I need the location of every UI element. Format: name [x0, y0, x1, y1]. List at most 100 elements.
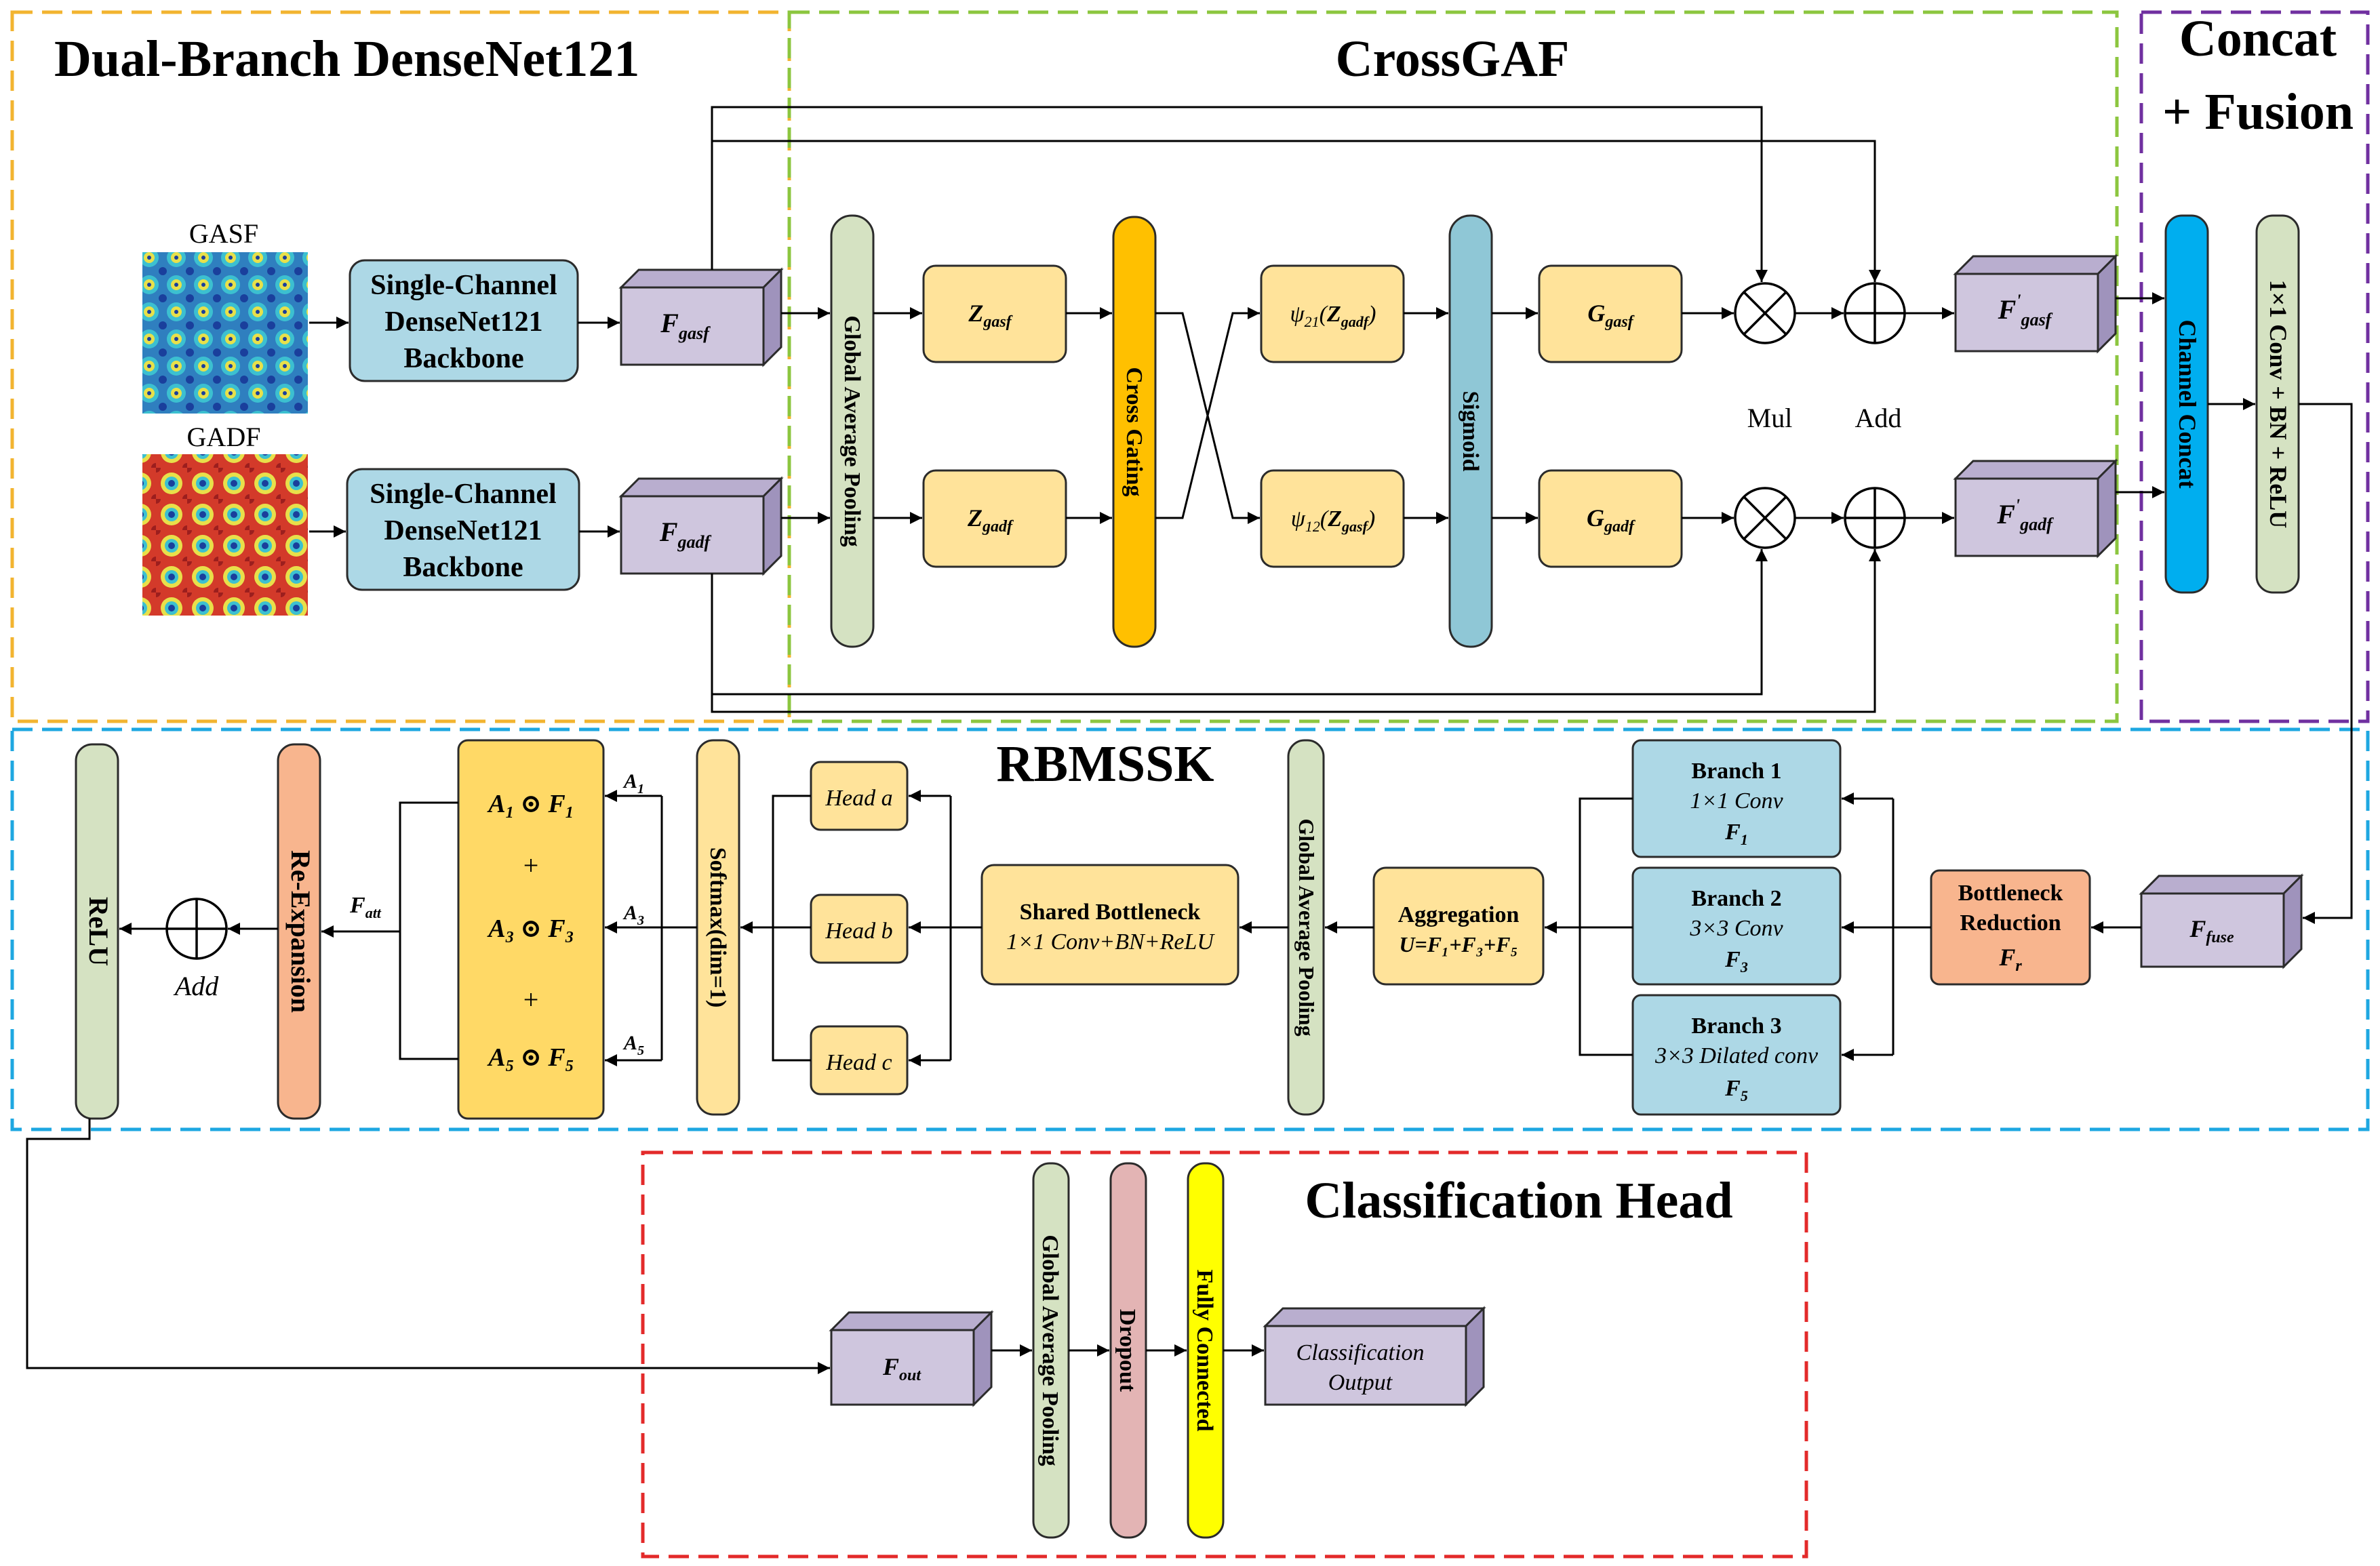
svg-text:A1 ⊙ F1: A1 ⊙ F1	[487, 790, 574, 822]
svg-text:Zgadf: Zgadf	[967, 504, 1014, 536]
a3-label: A3	[622, 902, 644, 928]
svg-text:Cross Gating: Cross Gating	[1122, 367, 1147, 496]
svg-text:F5: F5	[1724, 1076, 1748, 1104]
branch2-block: Branch 2 3×3 Conv F3	[1631, 866, 1842, 986]
fusion-title: + Fusion	[2162, 83, 2354, 140]
svg-text:Channel Concat: Channel Concat	[2174, 319, 2201, 488]
dual-branch-title: Dual-Branch DenseNet121	[54, 31, 639, 87]
weighted-sum-block: A1 ⊙ F1 + A3 ⊙ F3 + A5 ⊙ F5	[457, 739, 605, 1120]
f-att-label: Fatt	[349, 893, 382, 921]
rbmssk-frame	[10, 727, 2370, 1131]
svg-text:Fout: Fout	[882, 1353, 921, 1384]
svg-text:Ggadf: Ggadf	[1587, 504, 1635, 536]
svg-text:Single-Channel: Single-Channel	[370, 270, 557, 301]
add-label: Add	[1855, 403, 1902, 433]
head-b-block: Head b	[810, 894, 909, 964]
add-gasf-icon	[1844, 282, 1906, 344]
svg-text:Fgasf: Fgasf	[660, 308, 711, 343]
svg-text:Global Average Pooling: Global Average Pooling	[1294, 818, 1319, 1036]
gadf-image	[142, 454, 308, 616]
g-gadf-block: Ggadf	[1538, 469, 1683, 568]
rbmssk-gap: Global Average Pooling	[1287, 739, 1325, 1116]
mul-gadf-icon	[1734, 487, 1796, 549]
svg-text:F'gasf: F'gasf	[1998, 291, 2053, 329]
svg-text:1×1 Conv+BN+ReLU: 1×1 Conv+BN+ReLU	[1006, 929, 1215, 955]
a1-label: A1	[622, 770, 644, 797]
gasf-image	[142, 252, 308, 414]
svg-text:DenseNet121: DenseNet121	[384, 306, 542, 338]
svg-text:Softmax(dim=1): Softmax(dim=1)	[705, 847, 730, 1008]
svg-text:Global Average Pooling: Global Average Pooling	[839, 315, 865, 546]
mul-gasf-icon	[1734, 282, 1796, 344]
bottleneck-reduction-block: Bottleneck Reduction Fr	[1930, 869, 2091, 986]
crossgaf-gap: Global Average Pooling	[830, 214, 875, 648]
z-gadf-block: Zgadf	[922, 469, 1067, 568]
svg-text:Backbone: Backbone	[403, 343, 523, 374]
rbmssk-title: RBMSSK	[997, 736, 1214, 792]
svg-text:Shared Bottleneck: Shared Bottleneck	[1020, 900, 1201, 925]
connections	[26, 106, 2353, 1374]
svg-text:Fully Connected: Fully Connected	[1192, 1270, 1217, 1432]
svg-text:Re-Expansion: Re-Expansion	[285, 850, 316, 1013]
psi21-block: ψ21(Zgadf)	[1260, 264, 1405, 363]
a5-label: A5	[622, 1032, 644, 1058]
add-gadf-icon	[1844, 487, 1906, 549]
svg-text:Head b: Head b	[825, 919, 892, 944]
svg-text:Ffuse: Ffuse	[2189, 915, 2234, 946]
g-gasf-block: Ggasf	[1538, 264, 1683, 363]
svg-text:1×1 Conv: 1×1 Conv	[1690, 788, 1783, 814]
gasf-label: GASF	[189, 218, 258, 249]
fully-connected-block: Fully Connected	[1187, 1162, 1225, 1539]
svg-text:A5 ⊙ F5: A5 ⊙ F5	[487, 1043, 574, 1075]
svg-text:3×3 Dilated conv: 3×3 Dilated conv	[1654, 1043, 1819, 1068]
svg-text:Head c: Head c	[825, 1050, 892, 1075]
svg-text:Branch 2: Branch 2	[1691, 886, 1781, 911]
fp-gasf-block: F'gasf	[1953, 254, 2118, 354]
crossgaf-frame	[787, 10, 2119, 723]
mul-label: Mul	[1747, 403, 1793, 433]
f-fuse-block: Ffuse	[2139, 873, 2304, 969]
fp-gadf-block: F'gadf	[1953, 458, 2118, 559]
shared-bottleneck-block: Shared Bottleneck 1×1 Conv+BN+ReLU	[980, 864, 1239, 986]
svg-text:ψ12(Zgasf): ψ12(Zgasf)	[1291, 506, 1375, 535]
head-a-block: Head a	[810, 761, 909, 831]
svg-text:Global Average Pooling: Global Average Pooling	[1037, 1234, 1063, 1466]
f-out-block: Fout	[829, 1310, 994, 1407]
classification-head-frame	[641, 1150, 1808, 1559]
svg-text:F'gadf: F'gadf	[1996, 496, 2054, 534]
svg-text:+: +	[523, 984, 539, 1015]
f-gadf-block: Fgadf	[618, 476, 784, 576]
svg-text:Fr: Fr	[1998, 944, 2022, 975]
branch3-block: Branch 3 3×3 Dilated conv F5	[1631, 994, 1842, 1116]
cross-gating-block: Cross Gating	[1112, 216, 1157, 648]
svg-text:Classification: Classification	[1296, 1340, 1425, 1365]
svg-text:3×3 Conv: 3×3 Conv	[1689, 916, 1783, 941]
head-c-block: Head c	[810, 1025, 909, 1096]
svg-text:F1: F1	[1724, 820, 1748, 848]
svg-text:ReLU: ReLU	[83, 897, 114, 966]
svg-text:Sigmoid: Sigmoid	[1458, 390, 1483, 471]
re-expansion-block: Re-Expansion	[277, 743, 321, 1120]
gadf-label: GADF	[187, 422, 261, 452]
classification-head-title: Classification Head	[1305, 1172, 1732, 1229]
svg-text:Branch 3: Branch 3	[1691, 1013, 1781, 1039]
svg-text:Single-Channel: Single-Channel	[370, 479, 556, 510]
svg-text:Bottleneck: Bottleneck	[1958, 881, 2063, 906]
svg-text:1×1 Conv + BN + ReLU: 1×1 Conv + BN + ReLU	[2265, 280, 2292, 529]
psi12-block: ψ12(Zgasf)	[1260, 469, 1405, 568]
svg-text:Branch 1: Branch 1	[1691, 759, 1781, 784]
svg-text:Fgadf: Fgadf	[659, 517, 712, 552]
backbone-gasf: Single-Channel DenseNet121 Backbone	[349, 259, 579, 382]
conv-bn-relu-block: 1×1 Conv + BN + ReLU	[2255, 214, 2300, 594]
channel-concat-block: Channel Concat	[2164, 214, 2209, 594]
svg-text:Aggregation: Aggregation	[1398, 902, 1520, 927]
svg-text:Reduction: Reduction	[1960, 910, 2061, 936]
concat-title: Concat	[2179, 10, 2337, 67]
crossgaf-title: CrossGAF	[1336, 31, 1570, 87]
svg-text:Output: Output	[1328, 1370, 1393, 1395]
softmax-block: Softmax(dim=1)	[696, 739, 740, 1116]
concat-fusion-frame	[2139, 10, 2370, 723]
branch1-block: Branch 1 1×1 Conv F1	[1631, 739, 1842, 858]
aggregation-block: Aggregation U=F₁+F₃+F₅	[1372, 866, 1545, 986]
